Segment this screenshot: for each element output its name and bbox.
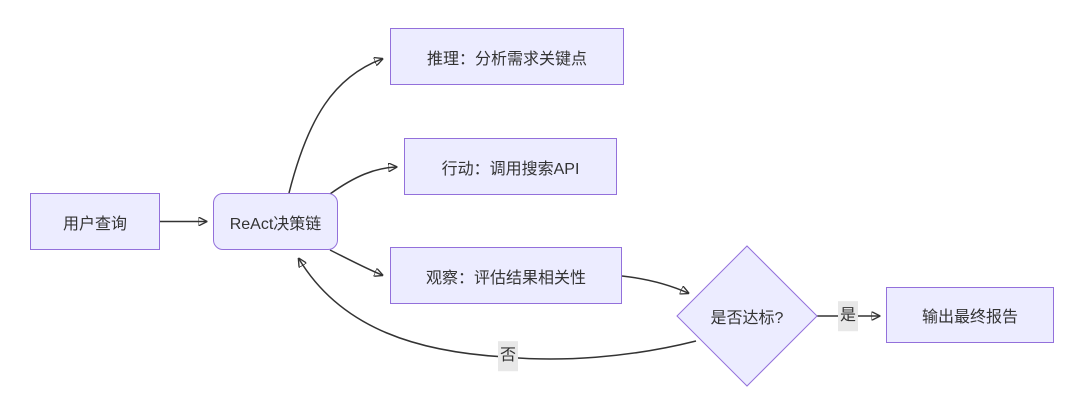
- node-user-query: 用户查询: [30, 193, 160, 250]
- node-react-chain-label: ReAct决策链: [229, 215, 322, 233]
- edge-react-to-observation: [329, 249, 382, 275]
- node-output-label: 输出最终报告: [921, 309, 1018, 326]
- node-action-label: 行动：调用搜索API: [441, 160, 580, 178]
- node-action: 行动：调用搜索API: [404, 138, 617, 195]
- edge-react-to-action: [329, 167, 396, 195]
- node-observation: 观察：评估结果相关性: [390, 247, 622, 304]
- node-reasoning: 推理：分析需求关键点: [390, 28, 624, 85]
- node-decision-label: 是否达标?: [710, 310, 784, 327]
- node-output: 输出最终报告: [886, 287, 1054, 343]
- node-reasoning-label: 推理：分析需求关键点: [426, 50, 587, 68]
- node-react-chain: ReAct决策链: [213, 193, 338, 250]
- edge-label-no: 否: [497, 341, 519, 371]
- edge-observation-to-decision: [621, 275, 688, 293]
- node-decision-label-wrap: 是否达标?: [667, 296, 827, 336]
- node-user-query-label: 用户查询: [62, 215, 127, 233]
- edge-label-yes: 是: [837, 301, 859, 331]
- edge-react-to-reasoning: [288, 59, 382, 194]
- node-observation-label: 观察：评估结果相关性: [425, 269, 586, 287]
